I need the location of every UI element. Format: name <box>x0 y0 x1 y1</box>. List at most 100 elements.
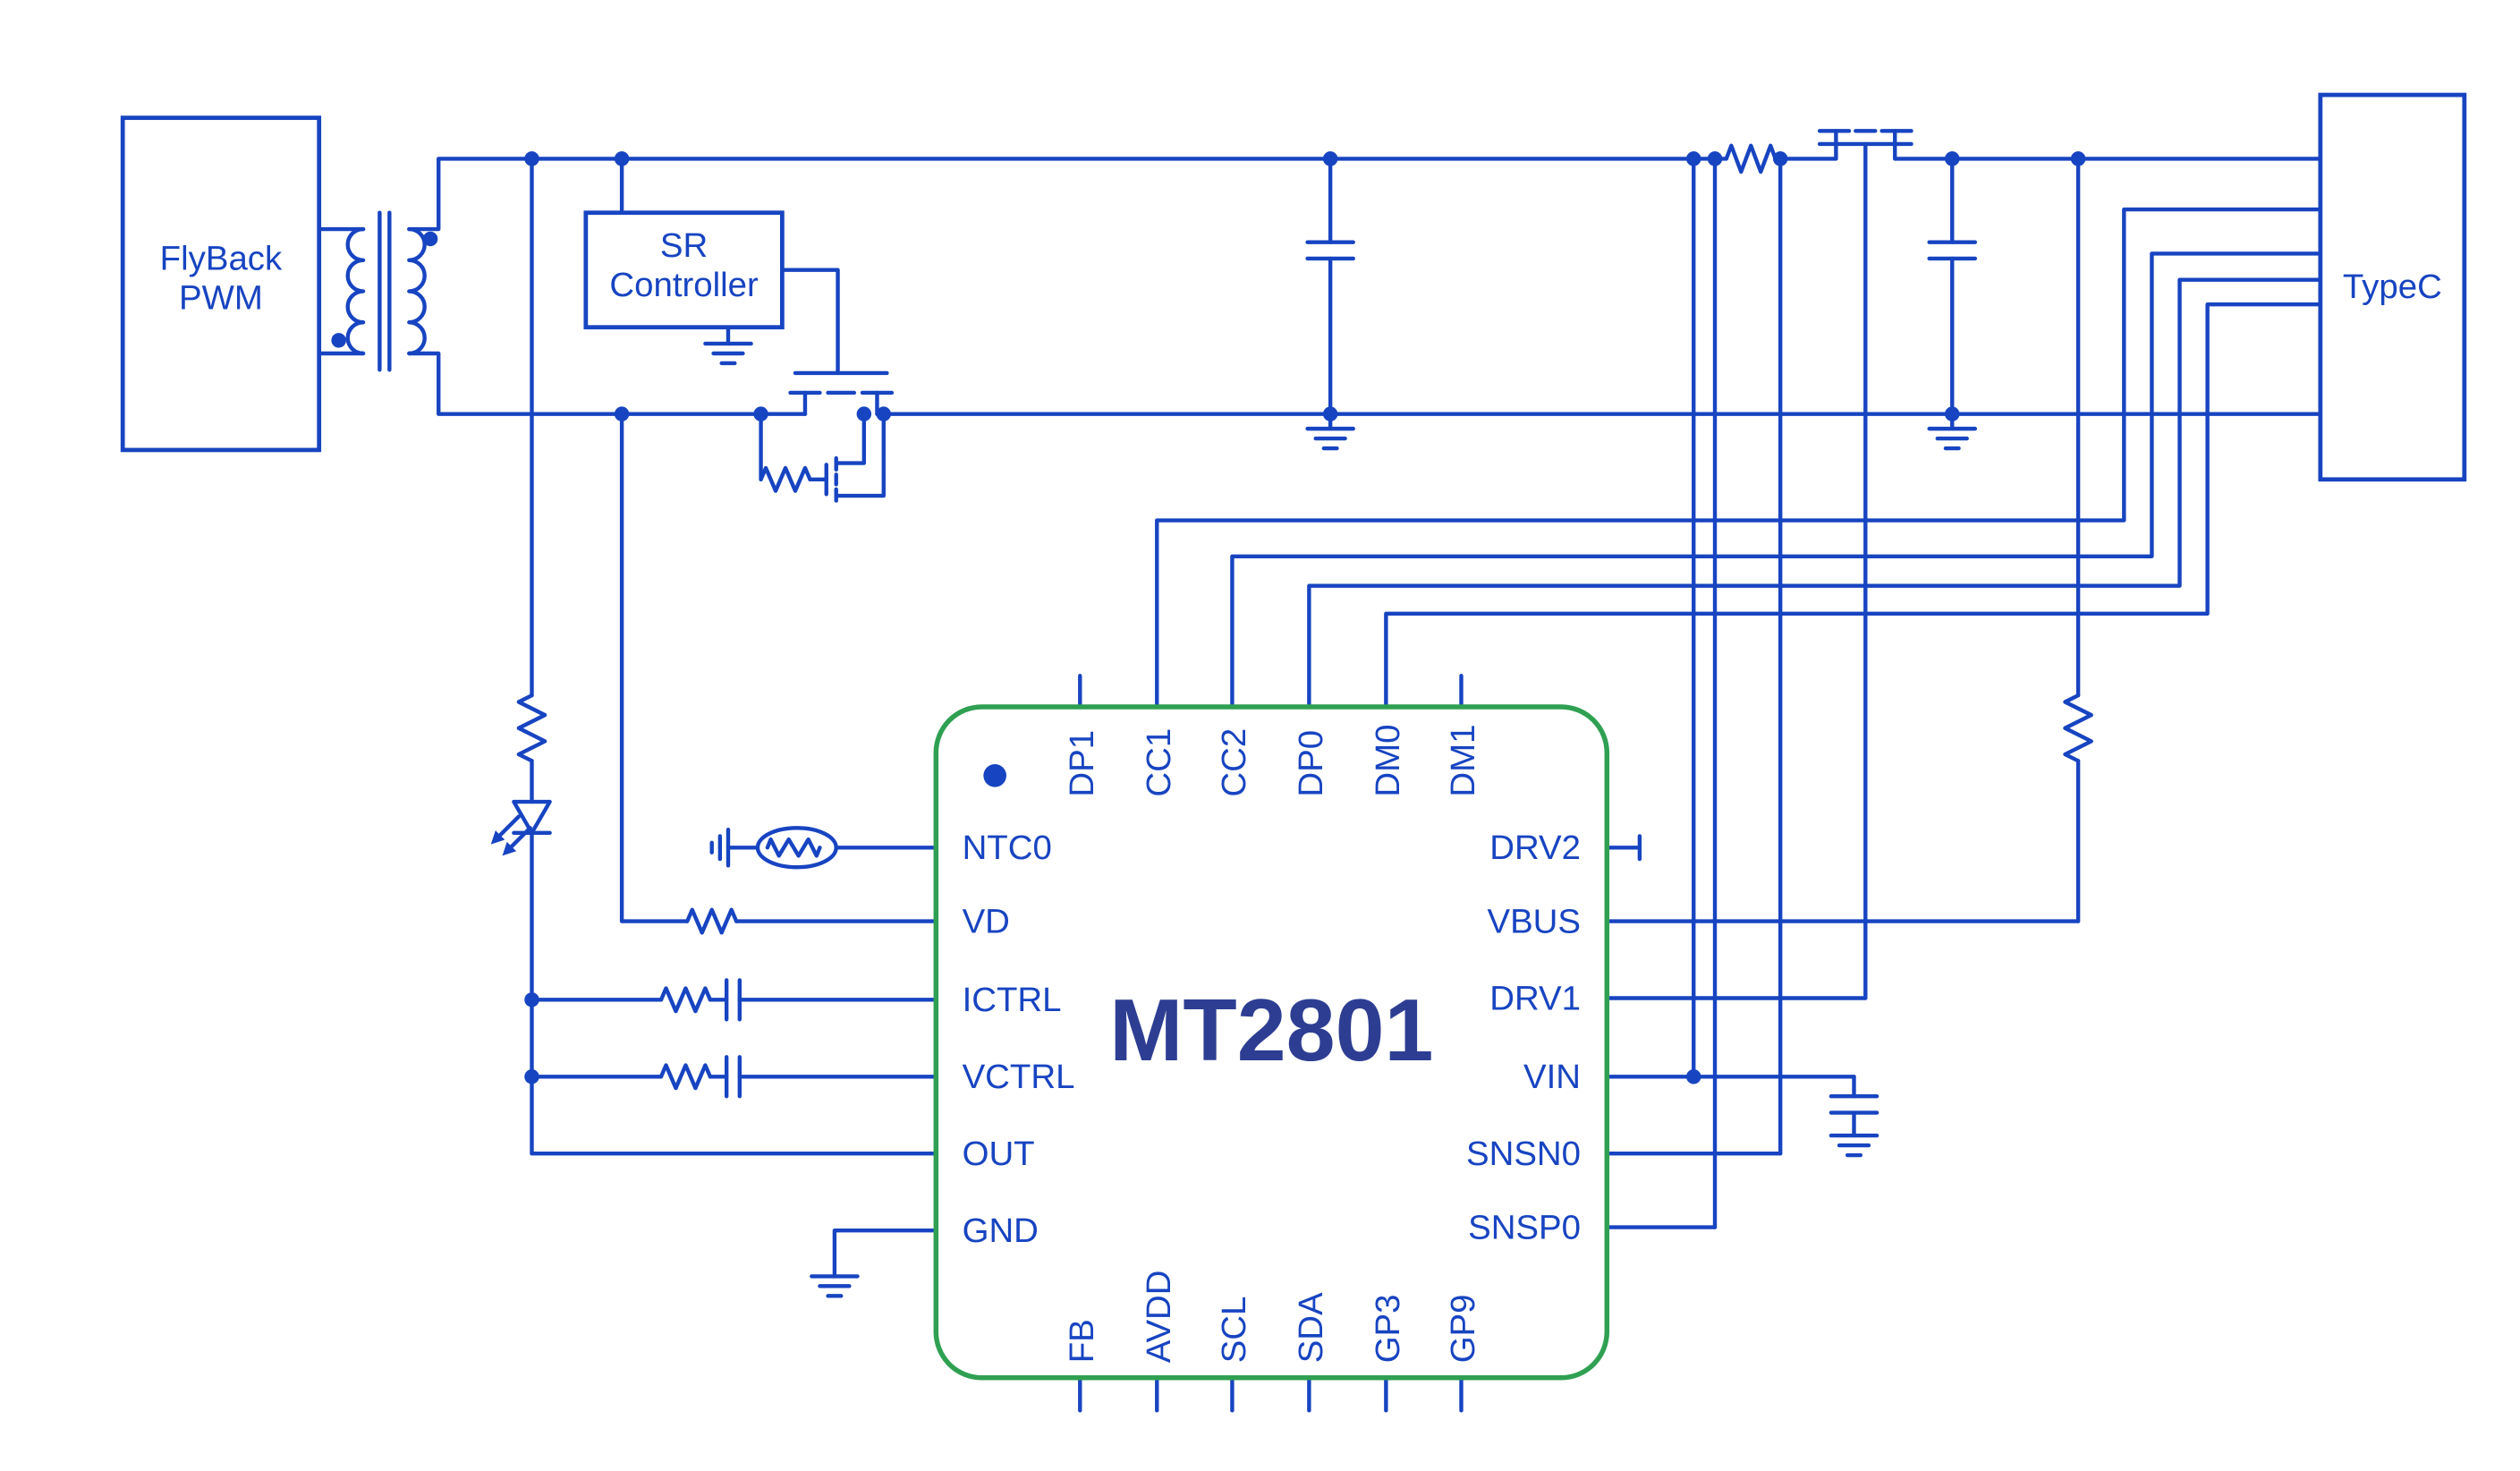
typec-label: TypeC <box>2343 268 2442 306</box>
ictrl-rc-network <box>530 978 938 1022</box>
ground-bars <box>810 1274 860 1298</box>
led-arrow-2 <box>506 826 532 852</box>
led-arrowhead-2 <box>502 841 517 856</box>
junction-dot <box>1686 1069 1701 1084</box>
opto-feedback-chain <box>490 157 552 1156</box>
sr-mosfet-symbol <box>788 370 895 416</box>
pin-label-dp1: DP1 <box>1063 730 1101 797</box>
pin-label-cc2: CC2 <box>1215 728 1253 797</box>
vbus-feedback-branch <box>2063 157 2093 923</box>
ground-bars <box>1305 426 1355 451</box>
junction-dot <box>1322 406 1338 421</box>
typec-box <box>2318 92 2467 482</box>
flyback-box <box>120 115 322 453</box>
pin-label-ictrl: ICTRL <box>963 981 1062 1019</box>
vd-vertical <box>619 412 690 923</box>
snubber-resistor <box>759 465 812 493</box>
typec-block: TypeC <box>2318 92 2467 482</box>
pin-label-sda: SDA <box>1292 1292 1330 1363</box>
led-triangle <box>512 799 552 836</box>
pin-label-vbus: VBUS <box>1487 902 1581 940</box>
vin-capacitor <box>1828 1075 1879 1158</box>
vbus-resistor <box>2063 693 2093 763</box>
secondary-winding <box>407 226 427 356</box>
current-sense-resistor <box>1724 143 1778 174</box>
flyback-label-line2: PWM <box>179 279 263 318</box>
pin-label-drv1: DRV1 <box>1489 979 1581 1017</box>
cc1-route <box>1155 207 2323 710</box>
right-pin-wires <box>1605 834 2081 1229</box>
junction-dot <box>876 406 892 421</box>
vctrl-resistor <box>658 1063 713 1091</box>
pin-label-ntc0: NTC0 <box>963 829 1052 867</box>
gnd-wire <box>832 1228 938 1279</box>
junction-dot <box>1772 151 1788 166</box>
vctrl-rc-network <box>530 1055 938 1099</box>
ground-bars <box>1828 1133 1879 1158</box>
flyback-pwm-block: FlyBack PWM <box>120 115 322 453</box>
chip-name: MT2801 <box>1109 981 1433 1079</box>
ictrl-resistor <box>658 986 713 1014</box>
pin-label-fb: FB <box>1063 1319 1101 1363</box>
pin-label-gnd: GND <box>963 1212 1039 1250</box>
vd-resistor <box>685 907 739 935</box>
junction-dot <box>524 992 539 1008</box>
output-capacitor-1 <box>1305 157 1355 451</box>
junction-dot <box>1322 151 1338 166</box>
sr-controller-block: SR Controller <box>583 210 785 330</box>
junction-dot <box>1707 151 1723 166</box>
pin-label-out: OUT <box>963 1135 1035 1173</box>
junction-dot <box>753 406 768 421</box>
bottom-rail-left <box>407 351 808 416</box>
thermistor-zigzag <box>765 837 822 858</box>
capacitor-plates <box>1927 240 1978 261</box>
sr-label-line1: SR <box>660 226 708 265</box>
pin-label-dm1: DM1 <box>1444 725 1482 797</box>
ground-symbol-sr <box>703 325 753 366</box>
junction-dot <box>524 1069 539 1084</box>
pin-label-vd: VD <box>963 902 1010 940</box>
pin-label-cc1: CC1 <box>1140 728 1178 797</box>
pin-label-snsn0: SNSN0 <box>1466 1135 1581 1173</box>
ground-bars <box>1927 426 1978 451</box>
ground-bars <box>703 341 753 366</box>
pin-label-drv2: DRV2 <box>1489 829 1581 867</box>
capacitor-plates <box>1305 240 1355 261</box>
junction-dot <box>1945 151 1960 166</box>
pin-label-gp9: GP9 <box>1444 1294 1482 1363</box>
led-arrow-1 <box>495 814 522 840</box>
junction-dot <box>2070 151 2086 166</box>
pin-label-dp0: DP0 <box>1292 730 1330 797</box>
bottom-pin-stubs <box>1078 1375 1464 1413</box>
chip-outline <box>933 704 1610 1381</box>
cc2-route <box>1230 251 2323 710</box>
led-arrowhead-1 <box>490 830 505 845</box>
mt2801-chip: MT2801 NTC0 VD ICTRL VCTRL OUT GND DRV2 … <box>933 704 1610 1381</box>
mosfet-leads <box>802 390 879 416</box>
sr-gate-wire <box>780 268 840 376</box>
junction-dot <box>1686 151 1701 166</box>
pin-label-scl: SCL <box>1215 1297 1253 1364</box>
output-capacitor-2 <box>1927 157 1978 451</box>
top-rail-left <box>407 157 1729 232</box>
opto-resistor <box>516 693 547 763</box>
sr-label-line2: Controller <box>609 266 759 304</box>
junction-dot <box>1945 406 1960 421</box>
flyback-label-line1: FlyBack <box>160 240 283 278</box>
junction-dots <box>524 151 2086 1084</box>
dp0-route <box>1307 277 2323 710</box>
pin-label-snsp0: SNSP0 <box>1468 1208 1581 1246</box>
left-pin-wires <box>530 412 938 1298</box>
junction-dot <box>614 406 630 421</box>
secondary-phase-dot <box>422 231 438 247</box>
junction-dot <box>614 151 630 166</box>
primary-winding <box>345 226 366 356</box>
pin-label-vin: VIN <box>1523 1058 1581 1096</box>
sr-controller-circuit <box>619 157 895 503</box>
snubber-mosfet <box>824 412 886 503</box>
pin-label-vctrl: VCTRL <box>963 1058 1075 1096</box>
sr-controller-box <box>583 210 785 330</box>
sr-snubber-network <box>759 412 886 503</box>
